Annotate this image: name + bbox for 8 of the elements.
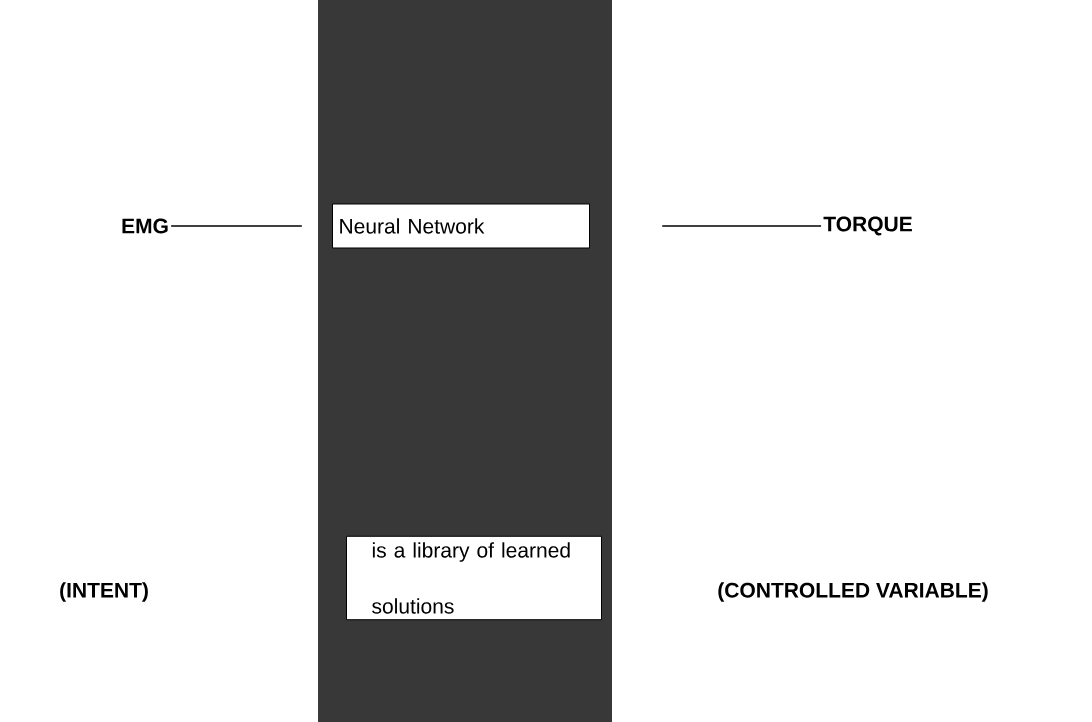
text-box: Neural Network [332, 203, 590, 249]
note-label: (INTENT) [60, 582, 148, 602]
signal-label: TORQUE [823, 216, 912, 236]
text-box: is a library of learned solutions [346, 535, 602, 621]
connector-line [661, 225, 822, 227]
note-label: (CONTROLLED VARIABLE) [718, 582, 988, 602]
connector-line [170, 225, 303, 227]
signal-label: EMG [122, 218, 168, 234]
